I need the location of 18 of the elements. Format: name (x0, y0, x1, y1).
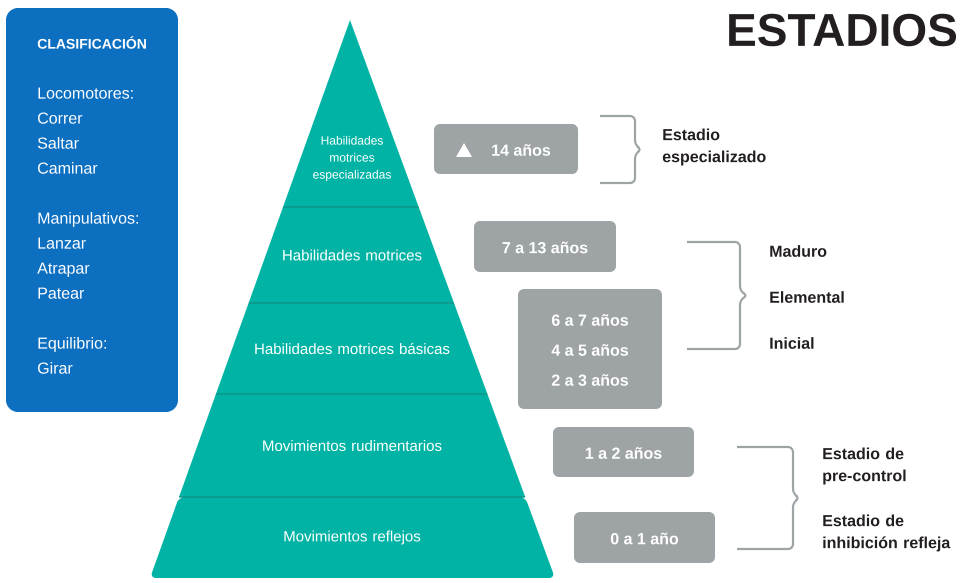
stage-label: Estadio de inhibición refleja (823, 514, 950, 552)
stage-label: Inicial (770, 337, 814, 349)
age-box: 7 a 13 años (474, 221, 616, 272)
pyramid-level: Habilidades motrices básicas (216, 303, 488, 394)
pyramid-level: Movimientos reflejos (152, 497, 554, 578)
age-box: 1 a 2 años (553, 427, 694, 477)
age-box: 0 a 1 año (574, 512, 716, 563)
stage-label: Estadio especializado (662, 128, 766, 166)
stage-label: Estadio de pre-control (823, 448, 906, 484)
classification-panel: CLASIFICACIÓN Locomotores: Correr Saltar Caminar Manipulativos: Lanzar Atrapar Patear Equilibrio: Girar (6, 8, 178, 412)
age-box: 14 años (434, 124, 578, 174)
stage-label: Elemental (770, 291, 844, 303)
title: ESTADIOS (729, 14, 956, 46)
pyramid-level: Habilidades motrices (248, 207, 454, 303)
age-box: 6 a 7 años 4 a 5 años 2 a 3 años (518, 289, 662, 409)
stage-label: Maduro (770, 245, 826, 257)
pyramid-level: Habilidades motrices especializadas (283, 20, 419, 207)
pyramid-level: Movimientos rudimentarios (179, 394, 526, 497)
